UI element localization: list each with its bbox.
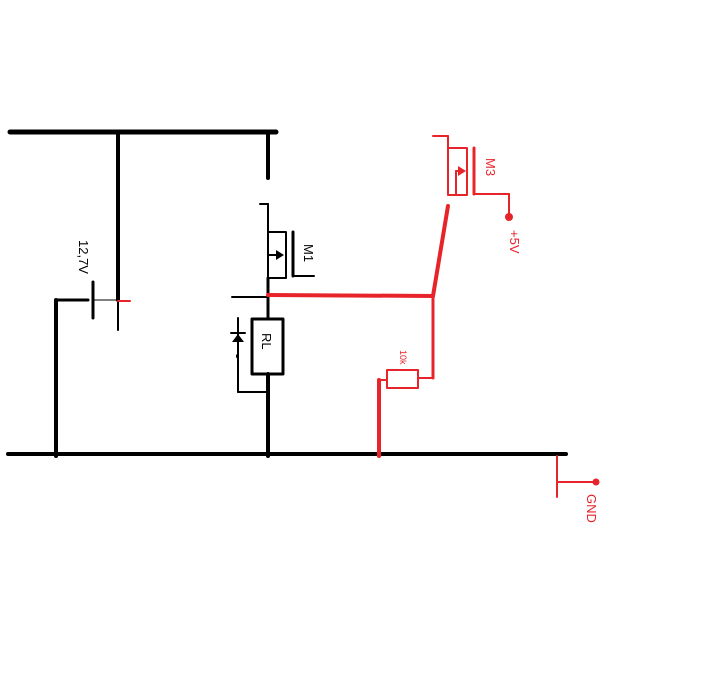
rl-label: RL: [259, 333, 274, 350]
red-circuit: M3 +5V 10k GND: [266, 135, 600, 523]
flyback-diode-symbol: [230, 317, 269, 393]
battery-symbol: [91, 269, 119, 331]
m1-label: M1: [301, 244, 316, 262]
gnd-terminal: [592, 478, 600, 486]
m1-mosfet-symbol: [259, 203, 315, 298]
m3-mosfet-symbol: [432, 135, 513, 221]
resistor-label: 10k: [398, 350, 408, 365]
m3-diagonal-wire: [431, 204, 450, 298]
pulldown-resistor-symbol: [386, 369, 419, 389]
diode-mark: -: [230, 354, 245, 358]
black-circuit: 12,7V M1 RL -: [6, 129, 568, 458]
gnd-label: GND: [584, 494, 599, 523]
battery-voltage-label: 12,7V: [76, 240, 91, 274]
supply-label: +5V: [507, 230, 522, 254]
m3-label: M3: [483, 158, 498, 176]
gate-drive-wire: [266, 293, 435, 298]
